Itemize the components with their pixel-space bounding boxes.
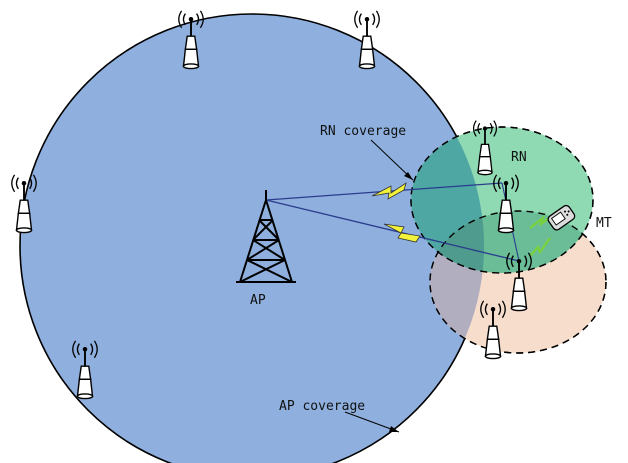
triple-overlap <box>430 211 484 273</box>
wireless-signal-icon <box>383 223 421 243</box>
mobile-phone-icon <box>547 204 576 231</box>
ap-label: AP <box>250 293 266 308</box>
rn-label: RN <box>511 150 527 165</box>
mt-signal-icon <box>529 237 551 257</box>
arrow-head <box>389 426 399 432</box>
rn-coverage-label: RN coverage <box>320 124 406 139</box>
ap-coverage-label: AP coverage <box>279 399 365 414</box>
second-coverage-border <box>429 210 607 354</box>
ap-link-line <box>265 199 520 262</box>
arrow-head <box>404 172 413 180</box>
rn-coverage-border <box>410 126 594 274</box>
wireless-signal-icon <box>371 182 407 200</box>
rn-coverage-arrow <box>370 139 414 181</box>
mt-label: MT <box>596 216 612 231</box>
transmission-tower-icon <box>236 190 296 283</box>
ap-coverage-arrow <box>344 411 400 433</box>
mt-signal-icon <box>529 214 553 229</box>
